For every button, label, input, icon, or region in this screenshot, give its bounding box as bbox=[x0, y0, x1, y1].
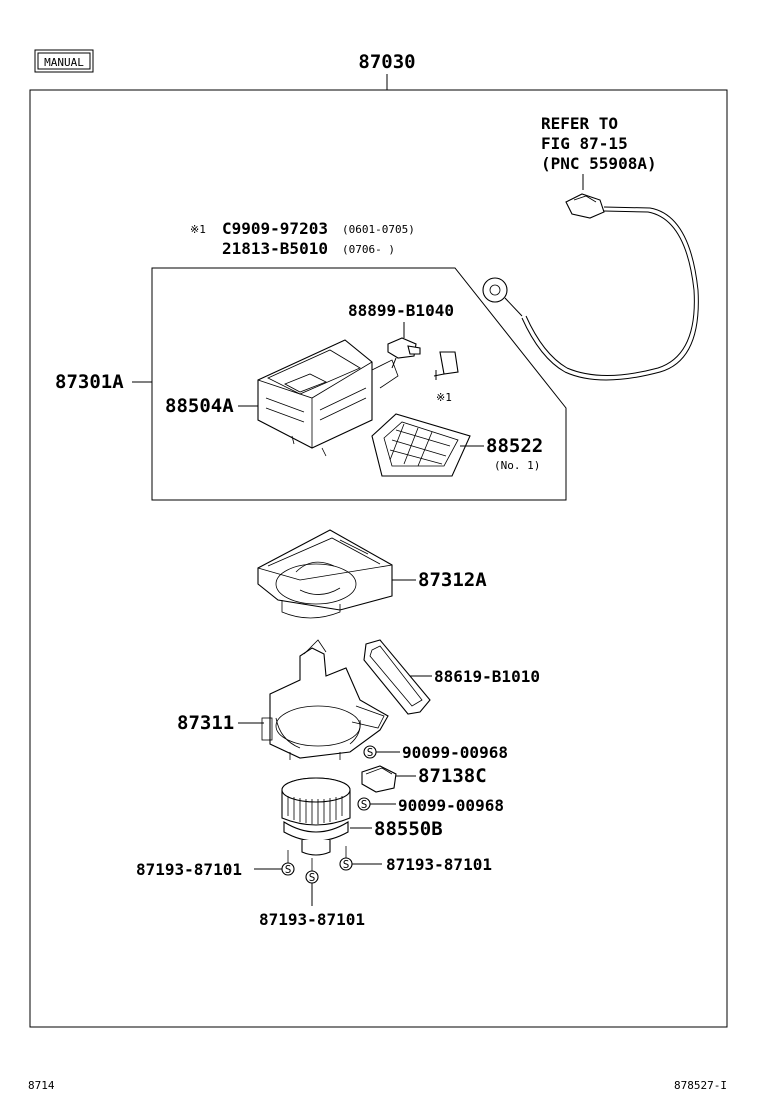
manual-badge-label: MANUAL bbox=[44, 56, 84, 69]
callout-87138C: 87138C bbox=[418, 765, 487, 787]
callout-87301A: 87301A bbox=[55, 371, 124, 393]
callout-87312A: 87312A bbox=[418, 569, 487, 591]
callout-87193-87101-left: 87193-87101 bbox=[136, 860, 242, 879]
svg-text:S: S bbox=[367, 746, 374, 759]
callout-88522-sub: (No. 1) bbox=[494, 459, 540, 472]
callout-87193-87101-bottom: 87193-87101 bbox=[259, 910, 365, 929]
note-block: ※1 C9909-97203 (0601-0705) 21813-B5010 (… bbox=[190, 219, 415, 258]
note-mark: ※1 bbox=[190, 223, 206, 236]
manual-badge: MANUAL bbox=[34, 49, 94, 73]
svg-text:S: S bbox=[343, 858, 350, 871]
case-87311 bbox=[261, 639, 389, 760]
refer-line-1: REFER TO bbox=[541, 114, 618, 133]
gasket-88619 bbox=[363, 639, 431, 715]
svg-text:S: S bbox=[361, 798, 368, 811]
note-date-2: (0706- ) bbox=[342, 243, 395, 256]
note-part-1: C9909-97203 bbox=[222, 219, 328, 238]
note-date-1: (0601-0705) bbox=[342, 223, 415, 236]
svg-text:S: S bbox=[309, 871, 316, 884]
subassembly-frame bbox=[151, 267, 567, 501]
screw-part bbox=[433, 351, 459, 380]
callout-88619-B1010: 88619-B1010 bbox=[434, 667, 540, 686]
unit-88504A bbox=[257, 339, 399, 457]
callout-mark-1: ※1 bbox=[436, 391, 452, 404]
case-87312A bbox=[257, 529, 393, 619]
callout-87193-87101-right: 87193-87101 bbox=[386, 855, 492, 874]
wire-harness bbox=[482, 193, 699, 381]
callout-88550B: 88550B bbox=[374, 818, 443, 840]
callout-90099-00968-b: 90099-00968 bbox=[398, 796, 504, 815]
assembly-number: 87030 bbox=[358, 51, 415, 73]
assembly-frame bbox=[29, 89, 728, 1028]
callout-87311: 87311 bbox=[177, 712, 234, 734]
callout-88522: 88522 bbox=[486, 435, 543, 457]
footer-right-code: 878527-I bbox=[674, 1079, 727, 1092]
resistor-87138C bbox=[361, 765, 397, 793]
refer-line-2: FIG 87-15 bbox=[541, 134, 628, 153]
svg-text:S: S bbox=[285, 863, 292, 876]
refer-note: REFER TO FIG 87-15 (PNC 55908A) bbox=[541, 114, 657, 173]
blower-motor-88550B bbox=[281, 777, 351, 856]
refer-line-3: (PNC 55908A) bbox=[541, 154, 657, 173]
note-part-2: 21813-B5010 bbox=[222, 239, 328, 258]
footer-left-code: 8714 bbox=[28, 1079, 55, 1092]
filter-88522 bbox=[371, 413, 471, 477]
callout-88899-B1040: 88899-B1040 bbox=[348, 301, 454, 320]
servo-part bbox=[387, 337, 421, 369]
callout-90099-00968-a: 90099-00968 bbox=[402, 743, 508, 762]
callout-88504A: 88504A bbox=[165, 395, 234, 417]
